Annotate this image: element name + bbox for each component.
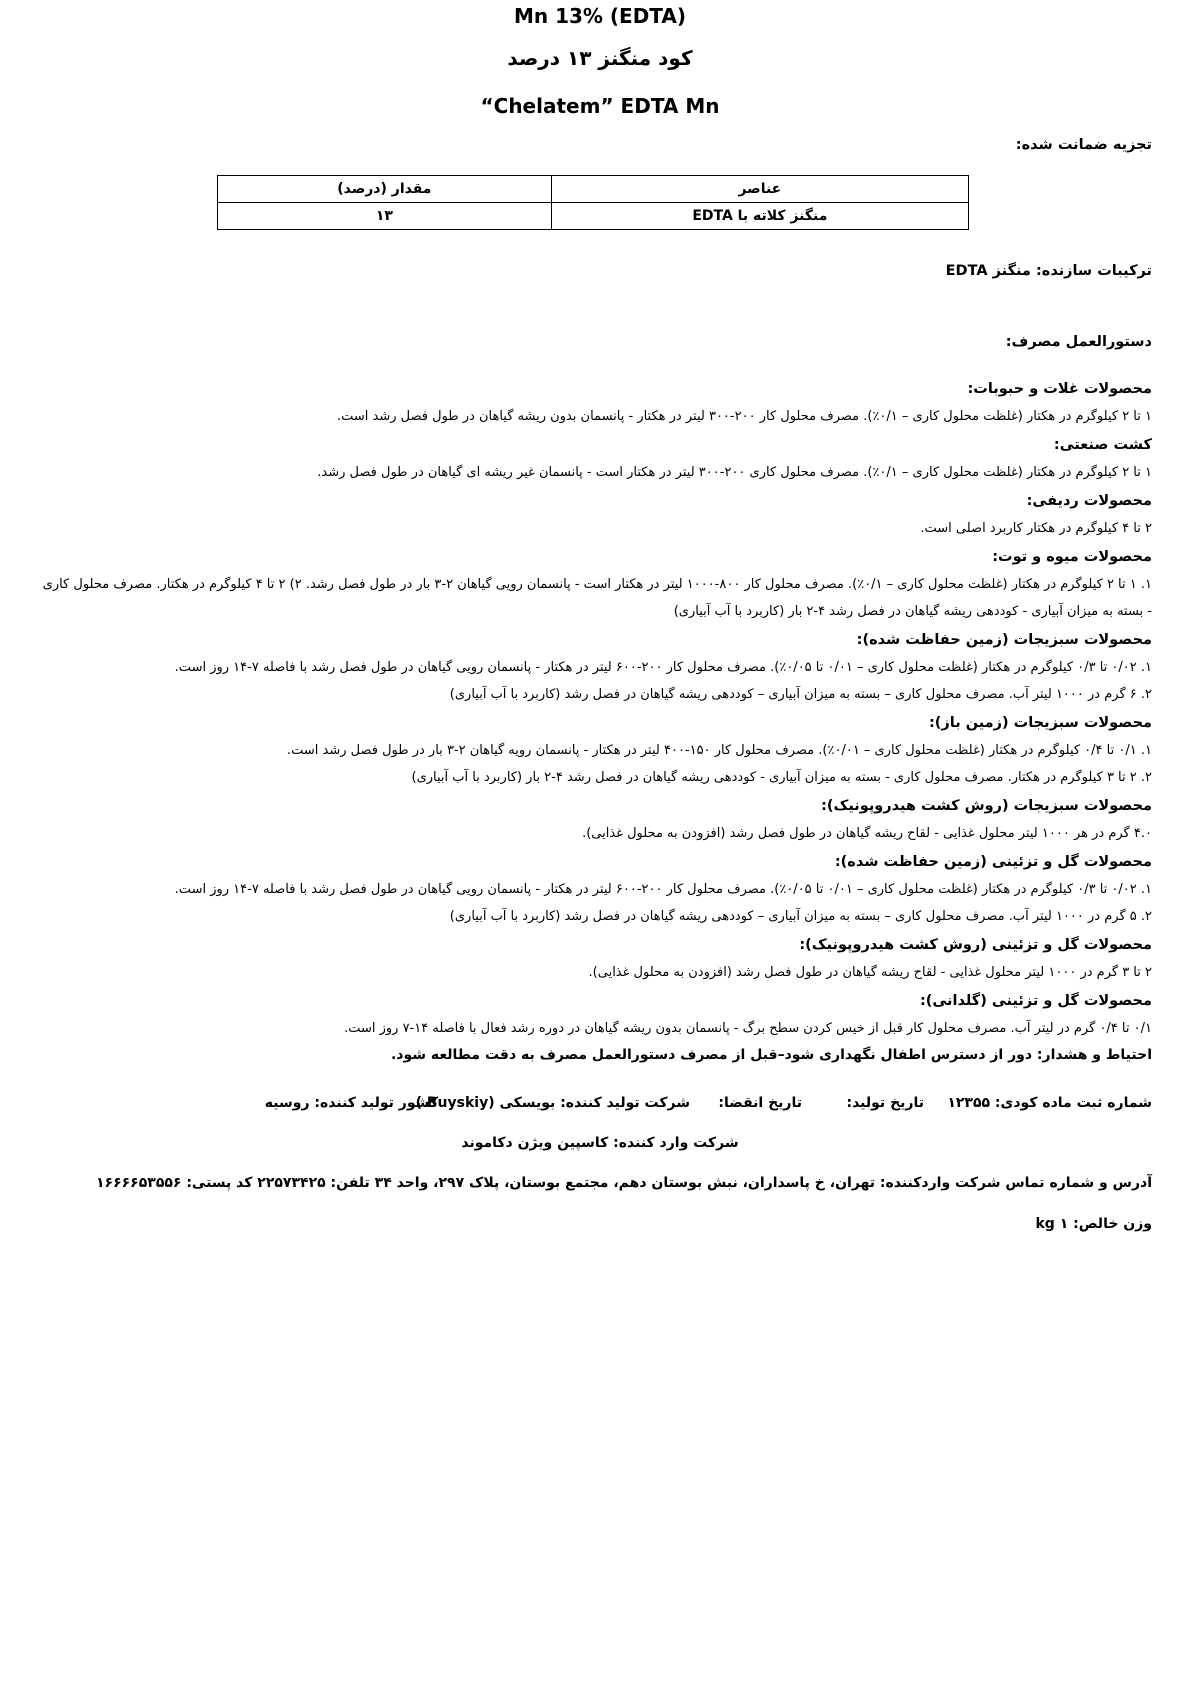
instruction-section: محصولات گل و تزئینی (زمین حفاظت شده): ۱. …: [42, 849, 1152, 930]
section-heading: محصولات سبزیجات (زمین باز):: [928, 715, 1152, 731]
importer: شرکت وارد کننده: کاسپین ویژن دکاموند: [461, 1135, 739, 1151]
section-line: ۲. ۵ گرم در ۱۰۰۰ لیتر آب. مصرف محلول کار…: [449, 909, 1152, 924]
warning-text: احتیاط و هشدار: دور از دسترس اطفال نگهدا…: [390, 1047, 1152, 1063]
section-line: ۴.۰ گرم در هر ۱۰۰۰ لیتر محلول غذایی - لق…: [582, 826, 1152, 841]
registration-number: شماره ثبت ماده کودی: ۱۲۳۵۵: [947, 1095, 1152, 1111]
section-line: ۲ تا ۳ گرم در ۱۰۰۰ لیتر محلول غذایی - لق…: [588, 965, 1152, 980]
instruction-section: محصولات ردیفی: ۲ تا ۴ کیلوگرم در هکتار کا…: [42, 488, 1152, 542]
section-heading: محصولات سبزیجات (زمین حفاظت شده):: [856, 632, 1152, 648]
manufacturer-country: کشور تولید کننده: روسیه: [264, 1095, 438, 1111]
section-line: ۱. ۰/۰۲ تا ۰/۳ کیلوگرم در هکتار (غلظت مح…: [174, 660, 1152, 675]
section-heading: محصولات سبزیجات (روش کشت هیدروپونیک):: [821, 798, 1152, 814]
section-heading: محصولات غلات و حبوبات:: [967, 381, 1152, 397]
section-heading: محصولات گل و تزئینی (گلدانی):: [919, 993, 1152, 1009]
guaranteed-analysis-table: عناصر مقدار (درصد) منگنز کلاته با EDTA ۱…: [217, 175, 970, 230]
element-cell: منگنز کلاته با EDTA: [550, 202, 970, 230]
section-line: ۲. ۶ گرم در ۱۰۰۰ لیتر آب. مصرف محلول کار…: [449, 687, 1152, 702]
guaranteed-analysis-label: تجزیه ضمانت شده:: [1015, 137, 1152, 153]
table-header-row: عناصر مقدار (درصد): [217, 175, 970, 203]
section-line: - بسته به میزان آبیاری - کوددهی ریشه گیا…: [673, 604, 1152, 619]
section-line: ۱ تا ۲ کیلوگرم در هکتار (غلظت محلول کاری…: [317, 465, 1152, 480]
section-heading: کشت صنعتی:: [1053, 437, 1152, 453]
section-heading: محصولات میوه و توت:: [992, 549, 1152, 565]
composition-line: ترکیبات سازنده: منگنز EDTA: [945, 263, 1152, 279]
section-heading: محصولات گل و تزئینی (روش کشت هیدروپونیک)…: [799, 937, 1152, 953]
net-weight: وزن خالص: ۱ kg: [1035, 1216, 1152, 1232]
instruction-section: محصولات سبزیجات (روش کشت هیدروپونیک): ۴.۰…: [42, 793, 1152, 847]
production-date: تاریخ تولید:: [846, 1095, 925, 1111]
title-english: Mn 13% (EDTA): [513, 4, 687, 28]
instruction-section: کشت صنعتی: ۱ تا ۲ کیلوگرم در هکتار (غلظت …: [42, 432, 1152, 486]
section-line: ۲ تا ۴ کیلوگرم در هکتار کاربرد اصلی است.: [920, 521, 1152, 536]
section-line: ۱. ۰/۰۲ تا ۰/۳ کیلوگرم در هکتار (غلظت مح…: [174, 882, 1152, 897]
section-heading: محصولات ردیفی:: [1026, 493, 1152, 509]
brand-title: “Chelatem” EDTA Mn: [480, 94, 720, 118]
section-line: ۱. ۱ تا ۲ کیلوگرم در هکتار (غلظت محلول ک…: [42, 577, 1152, 592]
manufacturer: شرکت تولید کننده: بویسکی (Buyskiy ): [415, 1095, 690, 1111]
section-line: ۱ تا ۲ کیلوگرم در هکتار (غلظت محلول کاری…: [337, 409, 1152, 424]
importer-address: آدرس و شماره تماس شرکت واردکننده: تهران،…: [96, 1175, 1152, 1191]
instruction-section: محصولات سبزیجات (زمین حفاظت شده): ۱. ۰/۰۲…: [42, 627, 1152, 708]
expiry-date: تاریخ انقضا:: [718, 1095, 802, 1111]
section-line: ۱. ۰/۱ تا ۰/۴ کیلوگرم در هکتار (غلظت محل…: [286, 743, 1152, 758]
instruction-section: محصولات میوه و توت: ۱. ۱ تا ۲ کیلوگرم در …: [42, 544, 1152, 625]
instruction-section: محصولات گل و تزئینی (روش کشت هیدروپونیک)…: [42, 932, 1152, 986]
amount-cell: ۱۳: [217, 202, 552, 230]
instructions-label: دستورالعمل مصرف:: [1005, 334, 1152, 350]
column-header-amount: مقدار (درصد): [217, 175, 552, 203]
instruction-section: محصولات غلات و حبوبات: ۱ تا ۲ کیلوگرم در …: [42, 376, 1152, 430]
column-header-elements: عناصر: [550, 175, 970, 203]
section-heading: محصولات گل و تزئینی (زمین حفاظت شده):: [834, 854, 1152, 870]
section-line: ۲. ۲ تا ۳ کیلوگرم در هکتار. مصرف محلول ک…: [411, 770, 1153, 785]
instruction-section: محصولات گل و تزئینی (گلدانی): ۰/۱ تا ۰/۴ …: [42, 988, 1152, 1042]
table-row: منگنز کلاته با EDTA ۱۳: [217, 202, 970, 230]
title-persian: کود منگنز ۱۳ درصد: [507, 46, 693, 70]
instruction-section: محصولات سبزیجات (زمین باز): ۱. ۰/۱ تا ۰/۴…: [42, 710, 1152, 791]
section-line: ۰/۱ تا ۰/۴ گرم در لیتر آب. مصرف محلول کا…: [344, 1021, 1152, 1036]
